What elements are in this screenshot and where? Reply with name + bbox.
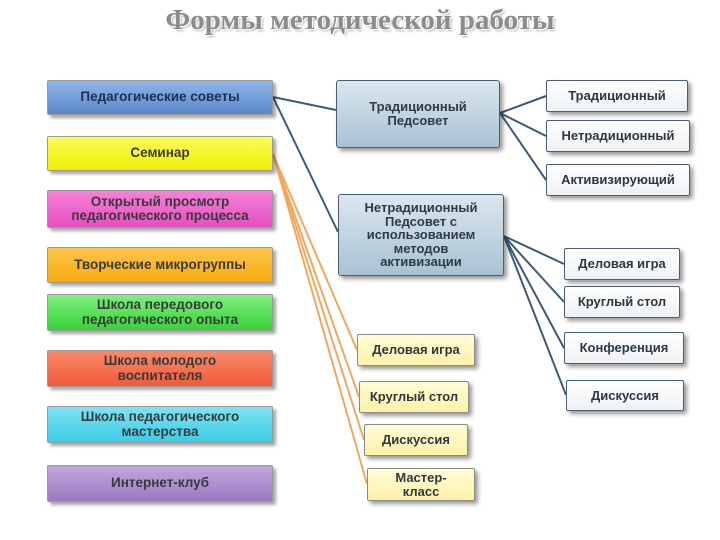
diagram-title: Формы методической работы bbox=[165, 4, 555, 36]
connector-traditional-kind-2 bbox=[499, 112, 547, 137]
form-label-line-1: Открытый просмотр bbox=[90, 193, 230, 209]
pedsovet-label-line-5: активизации bbox=[380, 254, 462, 270]
form-label-line-1: Школа молодого bbox=[103, 353, 217, 369]
connector-method-4 bbox=[503, 235, 567, 396]
form-label-line-2: воспитателя bbox=[117, 367, 203, 383]
pedsovet-label-line-2: Педсовет bbox=[387, 113, 449, 128]
connector-traditional-kind-3 bbox=[499, 112, 547, 181]
kind-traditional: Традиционный bbox=[546, 80, 688, 112]
nontraditional-pedsovet: Нетрадиционный Педсовет с использованием… bbox=[338, 194, 504, 276]
form-label: Педагогические советы bbox=[80, 89, 240, 105]
pedsovet-label-line-1: Традиционный bbox=[369, 99, 467, 115]
connector-seminar-2 bbox=[272, 153, 360, 398]
form-advanced-experience-school: Школа передового педагогического опыта bbox=[47, 294, 273, 331]
seminar-form-label-line-2: класс bbox=[402, 483, 440, 499]
connector-method-1 bbox=[503, 235, 565, 265]
connector-seminar-1 bbox=[272, 153, 358, 351]
kind-activating: Активизирующий bbox=[546, 164, 690, 196]
kind-label: Традиционный bbox=[568, 88, 666, 104]
method-label: Конференция bbox=[579, 340, 669, 356]
connector-seminar-4 bbox=[272, 153, 368, 485]
form-pedagogical-councils: Педагогические советы bbox=[47, 80, 273, 115]
seminar-form-label-line-1: Мастер- bbox=[395, 469, 447, 485]
connector-seminar-3 bbox=[272, 153, 365, 441]
form-young-educator-school: Школа молодого воспитателя bbox=[47, 350, 273, 387]
form-label-line-2: педагогического опыта bbox=[81, 311, 239, 327]
kind-nontraditional: Нетрадиционный bbox=[546, 120, 690, 152]
form-label: Семинар bbox=[130, 145, 190, 161]
traditional-pedsovet: Традиционный Педсовет bbox=[336, 80, 500, 148]
pedsovet-label-line-4: методов bbox=[393, 240, 449, 256]
seminar-business-game: Деловая игра bbox=[357, 334, 475, 366]
method-label: Дискуссия bbox=[591, 387, 659, 403]
pedsovet-label-line-3: использованием bbox=[366, 227, 476, 243]
form-seminar: Семинар bbox=[47, 136, 273, 171]
method-discussion: Дискуссия bbox=[566, 380, 684, 411]
method-label: Деловая игра bbox=[578, 256, 666, 272]
connector-traditional-kind-1 bbox=[499, 95, 547, 114]
seminar-form-label: Дискуссия bbox=[382, 432, 450, 448]
kind-label: Активизирующий bbox=[561, 172, 675, 188]
form-label: Интернет-клуб bbox=[111, 475, 209, 491]
method-round-table: Круглый стол bbox=[564, 286, 680, 318]
connector-method-2 bbox=[503, 235, 565, 303]
method-label: Круглый стол bbox=[577, 294, 667, 310]
form-label-line-2: мастерства bbox=[121, 423, 199, 439]
form-pedagogical-mastery-school: Школа педагогического мастерства bbox=[47, 406, 273, 443]
method-conference: Конференция bbox=[564, 332, 684, 364]
form-label: Творческие микрогруппы bbox=[74, 256, 246, 272]
seminar-discussion: Дискуссия bbox=[364, 424, 468, 456]
pedsovet-label-line-2: Педсовет с bbox=[385, 213, 457, 229]
seminar-round-table: Круглый стол bbox=[359, 381, 469, 413]
connector-method-3 bbox=[503, 235, 565, 349]
kind-label: Нетрадиционный bbox=[561, 128, 675, 144]
method-business-game: Деловая игра bbox=[564, 248, 680, 280]
connector-councils-nontraditional bbox=[272, 96, 339, 233]
connector-councils-traditional bbox=[272, 96, 337, 111]
form-label-line-1: Школа педагогического bbox=[80, 409, 240, 425]
seminar-form-label: Деловая игра bbox=[372, 342, 460, 358]
form-internet-club: Интернет-клуб bbox=[47, 465, 273, 502]
form-creative-microgroups: Творческие микрогруппы bbox=[47, 247, 273, 283]
seminar-form-label: Круглый стол bbox=[369, 389, 459, 405]
form-label-line-1: Школа передового bbox=[96, 297, 224, 313]
form-open-viewing: Открытый просмотр педагогического процес… bbox=[47, 190, 273, 228]
seminar-master-class: Мастер- класс bbox=[367, 468, 475, 501]
form-label-line-2: педагогического процесса bbox=[71, 208, 249, 223]
pedsovet-label-line-1: Нетрадиционный bbox=[364, 199, 478, 215]
